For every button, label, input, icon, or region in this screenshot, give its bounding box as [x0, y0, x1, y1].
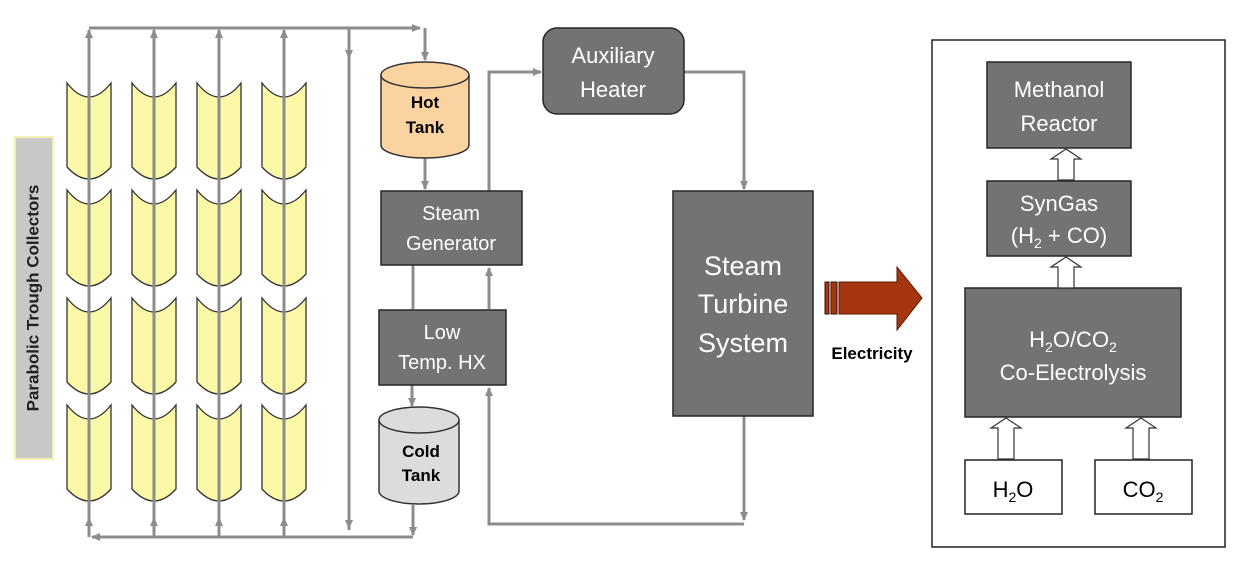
electricity-arrow: Electricity [824, 265, 923, 363]
auxiliary-heater: Auxiliary Heater [542, 27, 685, 115]
methanol-reactor-label-line1: Methanol [1014, 77, 1105, 102]
h2o-to-electrolysis-arrow [989, 417, 1023, 460]
steam-turbine-label-line1: Steam [704, 251, 782, 281]
syngas-label-line1: SynGas [1020, 191, 1098, 216]
aux-to-turbine-pipe [684, 70, 748, 190]
steam-turbine-label-line3: System [698, 328, 788, 358]
condensate-return-pipe [485, 387, 744, 526]
input-co2: CO2 [1094, 459, 1193, 515]
input-co2-label: CO2 [1123, 477, 1164, 505]
collectors-label-text: Parabolic Trough Collectors [23, 185, 42, 412]
cold-tank-label-line2: Tank [402, 466, 441, 485]
low-temp-hx-label-line1: Low [424, 322, 461, 344]
sg-to-aux-pipe [487, 68, 542, 191]
methanol-reactor: Methanol Reactor [986, 61, 1132, 149]
electrolysis-to-syngas-arrow [1049, 256, 1083, 289]
co2-to-electrolysis-arrow [1124, 417, 1158, 460]
syngas-label-line2: (H2 + CO) [1011, 223, 1107, 251]
electrolysis-label-line1: H2O/CO2 [1029, 327, 1117, 355]
auxiliary-heater-label-line2: Heater [580, 77, 646, 102]
syngas-box: SynGas (H2 + CO) [986, 180, 1132, 257]
auxiliary-heater-label-line1: Auxiliary [571, 43, 654, 68]
steam-turbine-system: Steam Turbine System [672, 190, 814, 417]
input-h2o-label: H2O [993, 477, 1034, 505]
input-h2o: H2O [964, 459, 1063, 515]
steam-generator-label-line2: Generator [406, 233, 496, 255]
hot-tank: Hot Tank [380, 61, 470, 159]
steam-generator: Steam Generator [380, 190, 523, 266]
hot-tank-label-line2: Tank [406, 118, 445, 137]
collectors-label: Parabolic Trough Collectors [14, 136, 54, 460]
low-temp-hx: Low Temp. HX [378, 309, 507, 386]
cold-tank-label-line1: Cold [402, 442, 440, 461]
syngas-to-methanol-arrow [1049, 148, 1083, 181]
electricity-label: Electricity [831, 344, 913, 363]
co-electrolysis-box: H2O/CO2 Co-Electrolysis [964, 287, 1182, 418]
electrolysis-label-line2: Co-Electrolysis [1000, 360, 1147, 385]
hot-tank-label-line1: Hot [411, 93, 440, 112]
low-temp-hx-label-line2: Temp. HX [398, 352, 486, 374]
hollow-arrows [989, 148, 1158, 460]
cold-tank: Cold Tank [378, 406, 460, 505]
steam-turbine-label-line2: Turbine [698, 289, 789, 319]
collector-field [66, 81, 307, 502]
chemical-plant-panel: Methanol Reactor SynGas (H2 + CO) H2O/CO… [931, 39, 1226, 548]
pipes [85, 24, 748, 541]
methanol-reactor-label-line2: Reactor [1020, 111, 1097, 136]
steam-generator-label-line1: Steam [422, 203, 480, 225]
